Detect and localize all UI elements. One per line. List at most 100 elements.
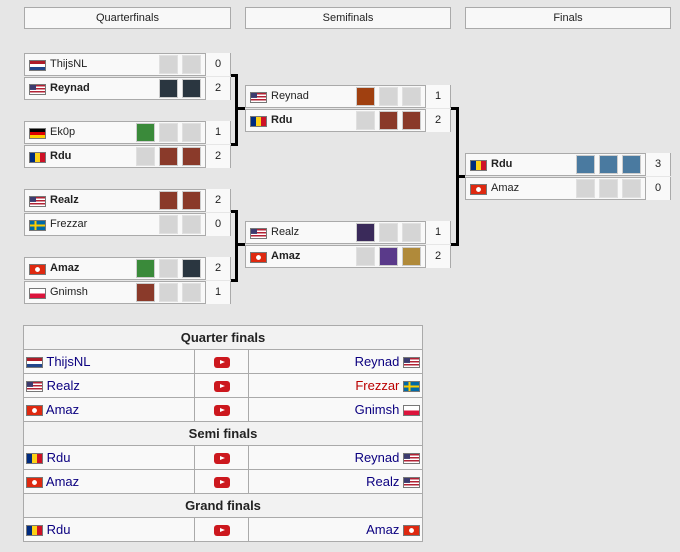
flag-icon-hk	[29, 264, 46, 275]
hero-portrait-icon	[379, 87, 398, 106]
player-name: Realz	[50, 194, 79, 206]
right-player-link[interactable]: Reynad	[354, 450, 400, 465]
flag-icon-us	[29, 84, 46, 95]
hero-portrait-icon	[136, 259, 155, 278]
hero-portrait-icon	[356, 87, 375, 106]
flag-icon-us	[403, 453, 420, 465]
score: 1	[205, 121, 230, 144]
connector	[231, 74, 238, 77]
youtube-play-icon[interactable]	[213, 525, 230, 537]
left-player-cell: Realz	[23, 373, 195, 398]
right-player-link[interactable]: Reynad	[354, 354, 400, 369]
score: 0	[205, 53, 230, 76]
hero-portrait-icon	[622, 179, 641, 198]
youtube-play-icon[interactable]	[213, 477, 230, 489]
youtube-play-icon[interactable]	[213, 357, 230, 369]
player-name: Gnimsh	[50, 286, 88, 298]
hero-portrait-icon	[599, 179, 618, 198]
hero-portrait-icon	[159, 123, 178, 142]
section-title: Quarter finals	[23, 325, 423, 350]
hero-portrait-icon	[379, 247, 398, 266]
video-cell	[194, 397, 249, 422]
player-name: Amaz	[271, 250, 301, 262]
hero-portrait-icon	[402, 247, 421, 266]
connector	[235, 243, 245, 246]
score: 2	[205, 257, 230, 280]
youtube-play-icon[interactable]	[213, 405, 230, 417]
left-player-link[interactable]: ThijsNL	[46, 354, 91, 369]
score: 2	[205, 145, 230, 168]
hero-portrait-icon	[576, 179, 595, 198]
bracket-row[interactable]: Rdu 2	[24, 145, 231, 168]
hero-portrait-icon	[136, 147, 155, 166]
hero-portrait-icon	[159, 147, 178, 166]
hero-portrait-icon	[159, 283, 178, 302]
youtube-play-icon[interactable]	[213, 453, 230, 465]
player-name: Realz	[271, 226, 300, 238]
video-match-row: Rdu Amaz	[23, 517, 423, 542]
right-player-link[interactable]: Realz	[366, 474, 400, 489]
left-player-link[interactable]: Rdu	[46, 450, 71, 465]
header-quarterfinals: Quarterfinals	[24, 7, 231, 29]
left-player-link[interactable]: Amaz	[45, 402, 80, 417]
score: 0	[205, 213, 230, 236]
player-name: Rdu	[491, 158, 513, 170]
flag-icon-hk	[403, 525, 420, 537]
section-title: Semi finals	[23, 421, 423, 446]
score: 2	[205, 189, 230, 212]
section-header-row: Quarter finals	[23, 325, 423, 350]
hero-portrait-icon	[159, 259, 178, 278]
hero-portrait-icon	[182, 215, 201, 234]
player-name: Amaz	[491, 182, 520, 194]
hero-portrait-icon	[356, 223, 375, 242]
score: 3	[645, 153, 670, 176]
flag-icon-ro	[470, 160, 487, 171]
connector	[456, 175, 465, 178]
hero-portrait-icon	[159, 215, 178, 234]
section-header-row: Semi finals	[23, 421, 423, 446]
hero-portrait-icon	[136, 123, 155, 142]
left-player-link[interactable]: Amaz	[45, 474, 80, 489]
right-player-link[interactable]: Frezzar	[355, 378, 400, 393]
bracket-row[interactable]: Realz 2	[24, 189, 231, 212]
right-player-link[interactable]: Amaz	[366, 522, 400, 537]
left-player-link[interactable]: Rdu	[46, 522, 71, 537]
hero-portrait-icon	[159, 55, 178, 74]
bracket-row[interactable]: Rdu 3	[465, 153, 671, 176]
left-player-link[interactable]: Realz	[46, 378, 80, 393]
player-name: Reynad	[50, 82, 90, 94]
right-player-link[interactable]: Gnimsh	[354, 402, 400, 417]
flag-icon-us	[403, 477, 420, 489]
header-finals: Finals	[465, 7, 671, 29]
player-name: Rdu	[50, 150, 72, 162]
connector	[451, 107, 459, 110]
player-name: ThijsNL	[50, 58, 88, 70]
right-player-cell: Reynad	[248, 445, 423, 470]
hero-portrait-icon	[402, 87, 421, 106]
connector	[235, 210, 238, 282]
header-semifinals: Semifinals	[245, 7, 451, 29]
youtube-play-icon[interactable]	[213, 381, 230, 393]
right-player-cell: Frezzar	[248, 373, 423, 398]
video-match-row: Amaz Realz	[23, 469, 423, 494]
hero-portrait-icon	[356, 111, 375, 130]
flag-icon-se	[403, 381, 420, 393]
left-player-cell: Amaz	[23, 397, 195, 422]
hero-portrait-icon	[576, 155, 595, 174]
bracket-row[interactable]: ThijsNL 0	[24, 53, 231, 76]
connector	[231, 210, 238, 213]
right-player-cell: Realz	[248, 469, 423, 494]
hero-portrait-icon	[182, 79, 201, 98]
right-player-cell: Gnimsh	[248, 397, 423, 422]
hero-portrait-icon	[182, 259, 201, 278]
